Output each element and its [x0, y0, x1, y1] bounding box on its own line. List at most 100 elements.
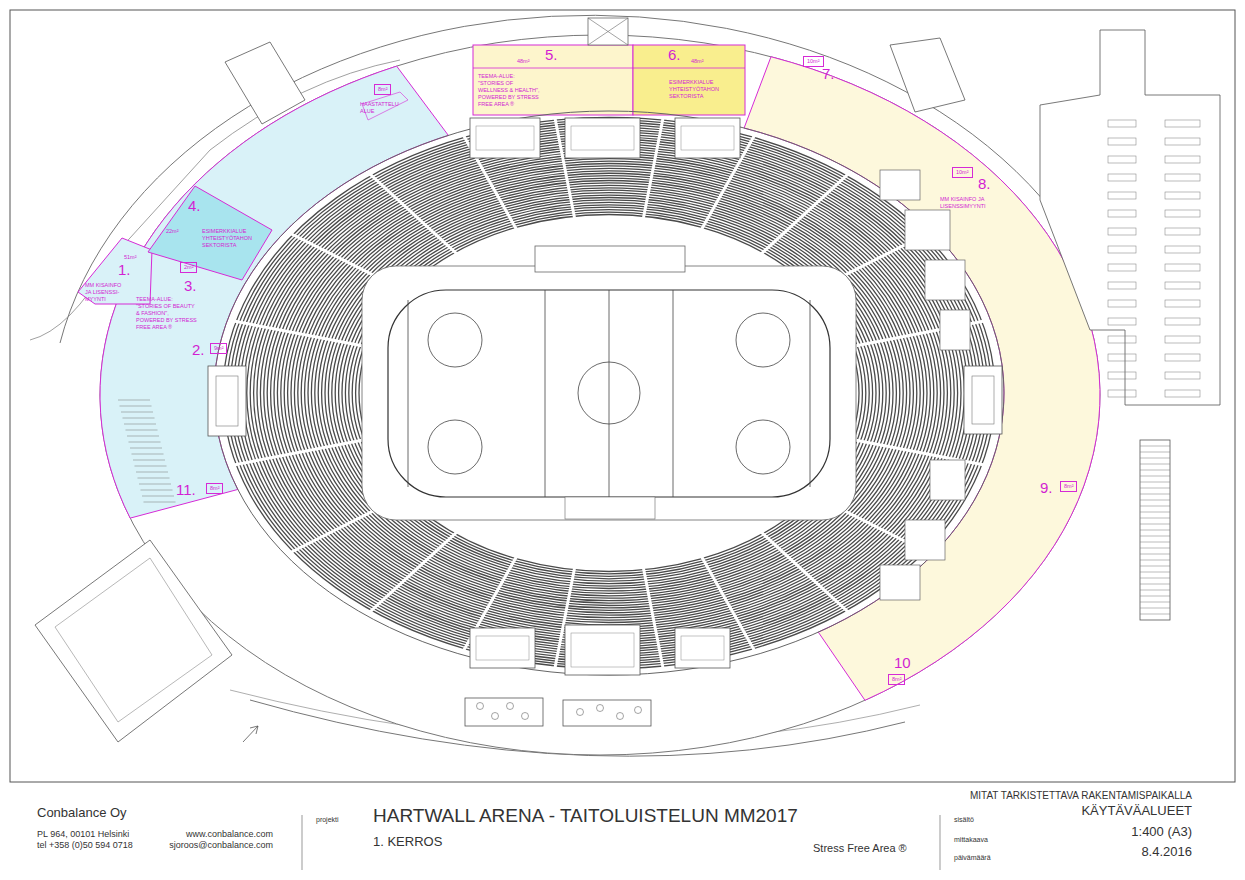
zone-outline [633, 45, 745, 115]
zone-box: 4.22m²ESIMERKKIALUE YHTEISTYÖTAHON SEKTO… [160, 198, 260, 252]
stair-step [1140, 476, 1170, 477]
zone-box: 108m² [880, 655, 926, 693]
stair-step [1140, 446, 1170, 447]
aisle [232, 321, 372, 348]
stair-step [1140, 506, 1170, 507]
parking-bay [1165, 228, 1200, 235]
plan-drawing [10, 10, 1235, 870]
seat-row [250, 137, 968, 649]
area-label: 10m² [803, 56, 824, 67]
aisle [232, 438, 372, 465]
seat-row [243, 132, 974, 654]
stair-step [141, 490, 173, 491]
zone-box: 8m²HAASTATTELU ALUE [358, 84, 410, 122]
parking-bay [1165, 264, 1200, 271]
zone-note: ESIMERKKIALUE YHTEISTYÖTAHON SEKTORISTA [202, 228, 258, 249]
parking-bay [1165, 336, 1200, 343]
zone-note: HAASTATTELU ALUE [360, 101, 408, 115]
seat-row [339, 200, 880, 586]
service-room [905, 520, 945, 560]
seating [223, 117, 995, 670]
service-room [880, 565, 920, 600]
service-room [930, 460, 965, 500]
zone-number: 7. [822, 66, 835, 81]
stair-step [1140, 584, 1170, 585]
stair-step [124, 424, 156, 425]
zone-number: 8. [978, 176, 991, 191]
table [477, 703, 484, 710]
zone-number: 3. [184, 278, 197, 293]
press-box [535, 246, 685, 272]
project-title: HARTWALL ARENA - TAITOLUISTELUN MM2017 [373, 806, 798, 827]
terrace [563, 700, 651, 726]
stair-step [1140, 518, 1170, 519]
kiosk [476, 126, 534, 150]
parking-bay [1108, 246, 1136, 253]
stair-step [130, 448, 162, 449]
seat-row [322, 188, 897, 598]
area-label: 8m² [206, 483, 223, 494]
parking-bay [1108, 264, 1136, 271]
kiosk [571, 633, 634, 667]
parking-bay [1165, 390, 1200, 397]
table [507, 703, 514, 710]
stair-step [136, 472, 168, 473]
stair-step [127, 436, 159, 437]
service-room [880, 170, 920, 200]
faceoff-circle [428, 420, 482, 474]
rink-line [545, 290, 546, 497]
zone-note: TEEMA-ALUE: "STORIES OF BEAUTY & FASHION… [136, 296, 198, 330]
zone-box: 8.10m²MM KISAINFO JA LISENSSIMYYNTI [938, 166, 1010, 212]
seat-row [260, 144, 957, 642]
stair-step [1140, 494, 1170, 495]
title-block-text: Stress Free Area ® [813, 842, 907, 854]
table [492, 713, 499, 720]
stair-step [121, 412, 153, 413]
zone-note: 22m² [166, 228, 179, 235]
seat-row [264, 147, 954, 640]
rink-line [673, 290, 674, 497]
seat-row [305, 176, 914, 611]
aisle [643, 117, 663, 220]
stair-step [1140, 542, 1170, 543]
table [617, 713, 624, 720]
zone-note: 48m² [517, 58, 530, 65]
divider [940, 815, 941, 870]
seat-row [271, 151, 948, 634]
faceoff-circle [428, 313, 482, 367]
aisle [369, 173, 458, 255]
parking-bay [1165, 138, 1200, 145]
kiosk [681, 636, 724, 660]
rink-line [810, 300, 811, 487]
zone-outline [148, 186, 272, 280]
parking-bay [1108, 318, 1136, 325]
area-label: 8m² [1060, 481, 1077, 492]
stair-tower [890, 38, 965, 112]
area-label: 2m² [180, 262, 197, 273]
structure [588, 18, 628, 45]
title-block-text: KÄYTÄVÄALUEET [1081, 804, 1192, 818]
aisle [643, 566, 663, 669]
stair-step [1140, 578, 1170, 579]
title-block-text: tel +358 (0)50 594 0718 [37, 841, 133, 851]
kiosk [565, 625, 640, 675]
seat-row [359, 215, 859, 572]
zone-box: 6.48m²ESIMERKKIALUE YHTEISTYÖTAHON SEKTO… [633, 45, 745, 115]
stair-step [1140, 596, 1170, 597]
table [635, 707, 642, 714]
stair-step [1140, 554, 1170, 555]
stair-step [1140, 524, 1170, 525]
parking-bay [1165, 300, 1200, 307]
zone-box: 7.10m² [800, 55, 844, 87]
seat-row [233, 125, 985, 662]
seat-row [240, 130, 978, 657]
ice-rink [388, 290, 830, 497]
rink-line [408, 300, 409, 487]
kiosk [675, 628, 730, 668]
kiosk [470, 628, 535, 668]
kiosk [675, 118, 740, 158]
kiosk [470, 118, 540, 158]
table [597, 705, 604, 712]
terrace [465, 698, 543, 726]
stair-step [1140, 560, 1170, 561]
